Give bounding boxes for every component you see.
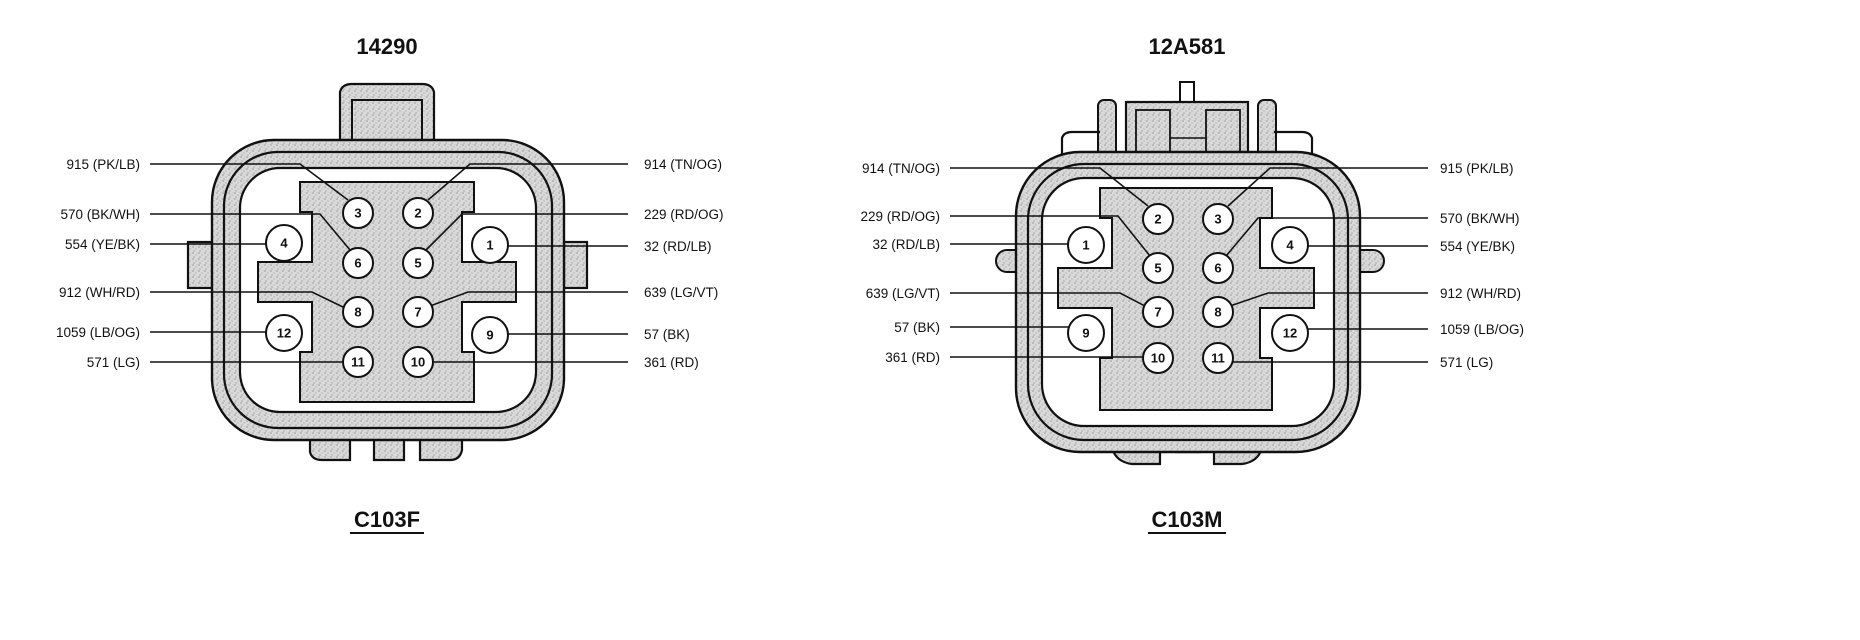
wire-label-pin-3: 915 (PK/LB) xyxy=(1440,161,1514,176)
pin-number: 4 xyxy=(1286,238,1294,253)
pin-cavity-10 xyxy=(402,346,434,378)
pinout-c103m: 1 32 (RD/LB) 2 914 (TN/OG) 3 915 (PK/LB) 4 554 … xyxy=(860,161,1524,374)
pin-cavity-7 xyxy=(1142,296,1174,328)
pin-cavity-6 xyxy=(1202,252,1234,284)
connector-name-right: C103M xyxy=(1152,507,1223,532)
connector-c103f: 14290 xyxy=(186,34,589,462)
pin-number: 1 xyxy=(1082,238,1089,253)
pin-cavity-9 xyxy=(471,316,509,354)
pin-cavity-5 xyxy=(402,247,434,279)
pin-number: 10 xyxy=(1151,351,1165,366)
pin-cavity-11 xyxy=(1202,342,1234,374)
pin-cavity-9 xyxy=(1067,314,1105,352)
pin-number: 2 xyxy=(414,206,421,221)
wire-label-pin-2: 914 (TN/OG) xyxy=(644,157,722,172)
lead-line-pin-6 xyxy=(1225,217,1428,257)
pin-number: 8 xyxy=(354,305,361,320)
pin-number: 10 xyxy=(411,355,425,370)
pin-cavity-6 xyxy=(342,247,374,279)
pin-cavity-7 xyxy=(402,296,434,328)
lead-line-pin-5 xyxy=(425,213,628,251)
wire-label-pin-4: 554 (YE/BK) xyxy=(65,237,140,252)
lead-line-pin-3 xyxy=(150,163,349,201)
pin-cavity-4 xyxy=(1271,226,1309,264)
part-number-right: 12A581 xyxy=(1148,34,1225,59)
lead-line-pin-6 xyxy=(150,213,351,251)
pin-cavity-3 xyxy=(1202,203,1234,235)
pin-number: 5 xyxy=(414,256,421,271)
pin-cavity-12 xyxy=(1271,314,1309,352)
lead-line-pin-7 xyxy=(429,291,628,307)
lead-line-pin-2 xyxy=(427,163,628,201)
pin-cavity-11 xyxy=(342,346,374,378)
wire-label-pin-11: 571 (LG) xyxy=(1440,355,1493,370)
wire-label-pin-9: 57 (BK) xyxy=(644,327,690,342)
wire-label-pin-6: 570 (BK/WH) xyxy=(60,207,140,222)
pins-layer: 1 32 (RD/LB) 2 914 (TN/OG) 3 915 (PK/LB) 4 554 … xyxy=(56,157,1524,378)
part-number-left: 14290 xyxy=(356,34,417,59)
pin-cavity-3 xyxy=(342,197,374,229)
wire-label-pin-12: 1059 (LB/OG) xyxy=(1440,322,1524,337)
pin-cavity-12 xyxy=(265,314,303,352)
pinout-c103f: 1 32 (RD/LB) 2 914 (TN/OG) 3 915 (PK/LB) 4 554 … xyxy=(56,157,724,378)
connector-name-left: C103F xyxy=(354,507,420,532)
connector-c103m: 12A581 xyxy=(995,34,1385,466)
lead-line-pin-7 xyxy=(950,292,1146,307)
pin-number: 3 xyxy=(354,206,361,221)
pin-number: 8 xyxy=(1214,305,1221,320)
pin-number: 12 xyxy=(277,326,291,341)
pin-cavity-1 xyxy=(1067,226,1105,264)
pin-cavity-5 xyxy=(1142,252,1174,284)
wire-label-pin-2: 914 (TN/OG) xyxy=(862,161,940,176)
wire-label-pin-1: 32 (RD/LB) xyxy=(644,239,712,254)
pin-number: 9 xyxy=(486,328,493,343)
cavity-right xyxy=(1057,187,1315,411)
pin-number: 7 xyxy=(1154,305,1161,320)
pin-cavity-2 xyxy=(1142,203,1174,235)
pin-number: 9 xyxy=(1082,326,1089,341)
pin-number: 3 xyxy=(1214,212,1221,227)
wire-label-pin-7: 639 (LG/VT) xyxy=(866,286,940,301)
pin-cavity-4 xyxy=(265,224,303,262)
wire-label-pin-1: 32 (RD/LB) xyxy=(872,237,940,252)
lead-line-pin-8 xyxy=(150,291,346,309)
wire-label-pin-7: 639 (LG/VT) xyxy=(644,285,718,300)
cavity-left xyxy=(257,181,517,403)
pin-number: 6 xyxy=(1214,261,1221,276)
wire-label-pin-11: 571 (LG) xyxy=(87,355,140,370)
pin-number: 11 xyxy=(1211,351,1225,366)
pin-number: 5 xyxy=(1154,261,1161,276)
wire-label-pin-10: 361 (RD) xyxy=(644,355,699,370)
wire-label-pin-10: 361 (RD) xyxy=(885,350,940,365)
wire-label-pin-3: 915 (PK/LB) xyxy=(66,157,140,172)
pin-cavity-10 xyxy=(1142,342,1174,374)
pin-cavity-8 xyxy=(1202,296,1234,328)
lead-line-pin-3 xyxy=(1227,167,1428,207)
lead-line-pin-2 xyxy=(950,167,1149,207)
lead-line-pin-5 xyxy=(950,215,1151,257)
pin-number: 12 xyxy=(1283,326,1297,341)
pin-cavity-2 xyxy=(402,197,434,229)
wire-label-pin-8: 912 (WH/RD) xyxy=(1440,286,1521,301)
pin-number: 1 xyxy=(486,238,493,253)
pin-number: 6 xyxy=(354,256,361,271)
pin-cavity-8 xyxy=(342,296,374,328)
pin-number: 4 xyxy=(280,236,288,251)
pin-number: 2 xyxy=(1154,212,1161,227)
wire-label-pin-8: 912 (WH/RD) xyxy=(59,285,140,300)
body-ring-left xyxy=(222,150,554,430)
lead-line-pin-8 xyxy=(1229,292,1428,307)
wire-label-pin-5: 229 (RD/OG) xyxy=(644,207,724,222)
wire-label-pin-9: 57 (BK) xyxy=(894,320,940,335)
wire-label-pin-5: 229 (RD/OG) xyxy=(860,209,940,224)
wire-label-pin-12: 1059 (LB/OG) xyxy=(56,325,140,340)
top-latch-post-right xyxy=(1179,81,1195,103)
wire-label-pin-6: 570 (BK/WH) xyxy=(1440,211,1520,226)
wire-label-pin-4: 554 (YE/BK) xyxy=(1440,239,1515,254)
pin-number: 7 xyxy=(414,305,421,320)
pin-number: 11 xyxy=(351,355,365,370)
body-ring-right xyxy=(1026,162,1350,442)
pin-cavity-1 xyxy=(471,226,509,264)
